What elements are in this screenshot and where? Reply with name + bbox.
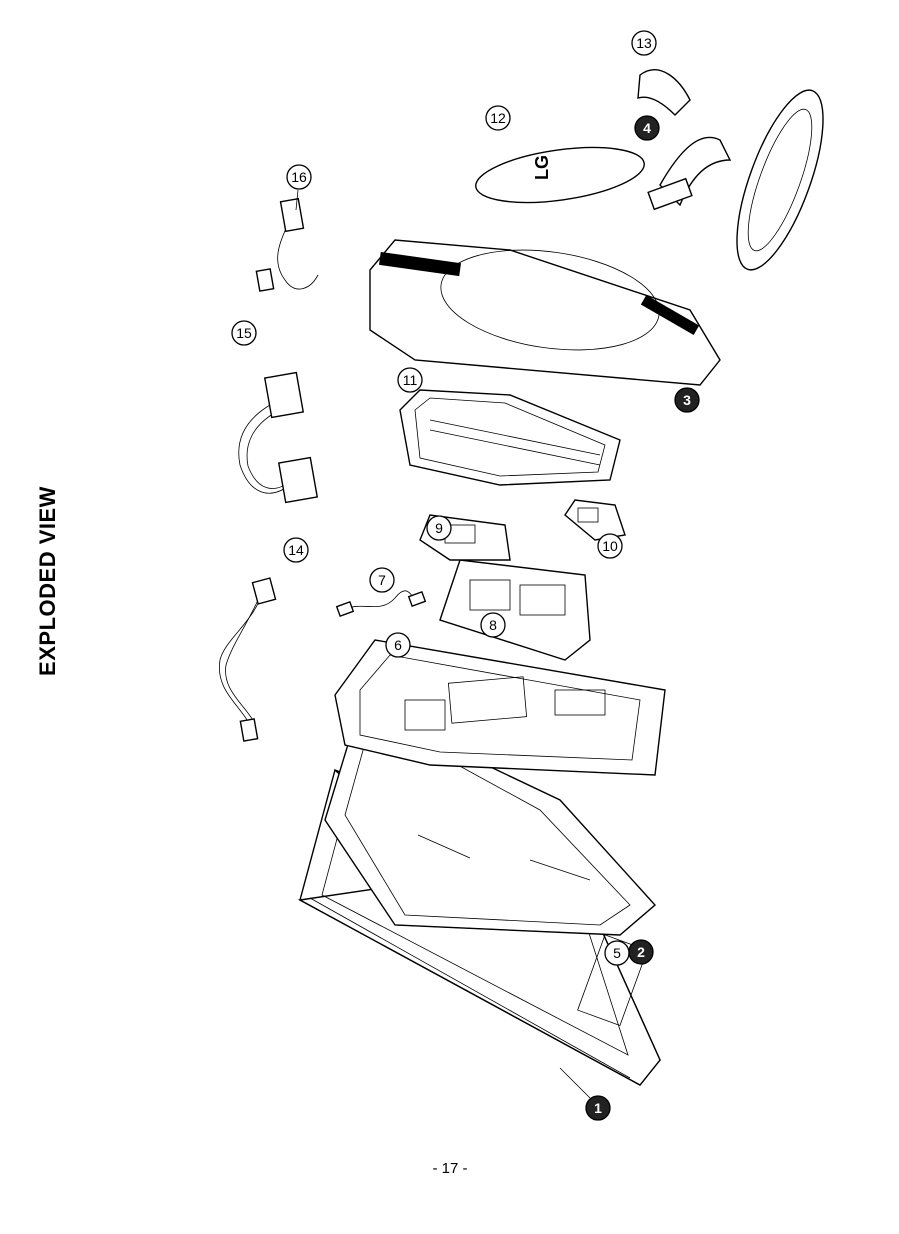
callout-5: 5 xyxy=(604,940,630,966)
callout-label: 5 xyxy=(613,945,621,961)
callout-2: 2 xyxy=(628,939,654,965)
callout-15: 15 xyxy=(231,320,257,346)
callout-label: 1 xyxy=(594,1100,602,1116)
callout-9: 9 xyxy=(426,515,452,541)
callout-label: 12 xyxy=(490,110,506,126)
callout-7: 7 xyxy=(369,567,395,593)
part-back-cover xyxy=(369,239,721,386)
part-hinge-cover xyxy=(637,69,691,116)
page-number: - 17 - xyxy=(432,1160,468,1177)
callout-8: 8 xyxy=(480,612,506,638)
callout-label: 7 xyxy=(378,572,386,588)
callout-label: 6 xyxy=(394,637,402,653)
part-power-unit xyxy=(399,389,621,486)
part-stand-base xyxy=(736,89,824,271)
part-dsub-cable xyxy=(238,371,319,504)
callout-label: 4 xyxy=(643,120,651,136)
callout-4: 4 xyxy=(634,115,660,141)
part-shield-case xyxy=(334,639,666,776)
callout-3: 3 xyxy=(674,387,700,413)
callout-label: 15 xyxy=(236,325,252,341)
callout-label: 16 xyxy=(291,169,307,185)
callout-11: 11 xyxy=(397,367,423,393)
part-dvi-cable xyxy=(255,189,319,292)
part-main-board xyxy=(439,559,591,661)
logo-text: LG xyxy=(532,155,552,180)
part-stand-arm xyxy=(647,136,732,211)
callout-1: 1 xyxy=(559,1067,611,1121)
callout-14: 14 xyxy=(283,537,309,563)
callout-16: 16 xyxy=(286,164,312,190)
callout-label: 8 xyxy=(489,617,497,633)
callout-label: 3 xyxy=(683,392,691,408)
part-logo-cover: LG xyxy=(475,146,645,204)
part-power-cord xyxy=(218,577,277,742)
part-signal-cable xyxy=(335,590,427,617)
callout-label: 14 xyxy=(288,542,304,558)
callout-label: 9 xyxy=(435,520,443,536)
callout-12: 12 xyxy=(485,105,511,131)
callout-label: 13 xyxy=(636,35,652,51)
callout-label: 10 xyxy=(602,538,618,554)
callout-label: 11 xyxy=(403,372,418,388)
part-control-board xyxy=(564,499,626,541)
callout-13: 13 xyxy=(631,30,657,56)
callout-6: 6 xyxy=(385,632,411,658)
callout-label: 2 xyxy=(637,944,645,960)
callout-10: 10 xyxy=(597,533,623,559)
